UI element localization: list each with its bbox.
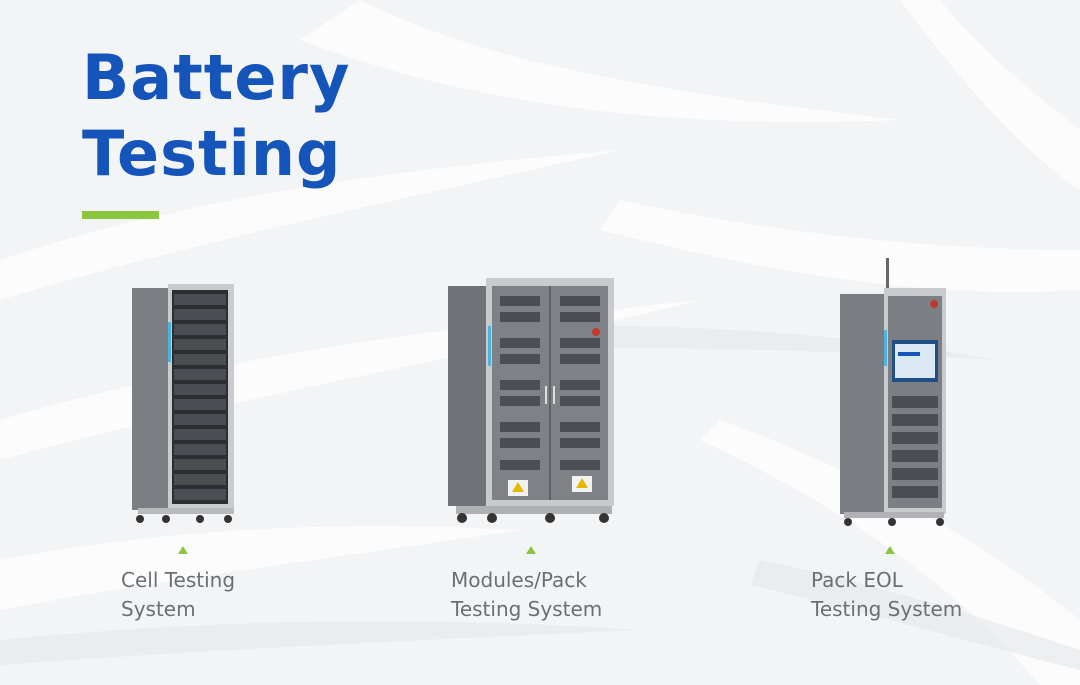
product-label-line-1: Cell Testing xyxy=(121,568,236,592)
page-title: Battery Testing xyxy=(82,40,350,192)
product-label: Cell Testing System xyxy=(121,566,235,624)
product-label-line-1: Pack EOL xyxy=(811,568,903,592)
cell-testing-rack-icon xyxy=(132,284,234,523)
product-label: Pack EOL Testing System xyxy=(811,566,962,624)
product-label-line-2: Testing System xyxy=(811,597,963,621)
page-title-line-2: Testing xyxy=(82,117,342,190)
module-pack-cabinet-icon xyxy=(448,278,614,523)
product-label: Modules/Pack Testing System xyxy=(451,566,602,624)
product-label-line-2: System xyxy=(121,597,196,621)
pointer-triangle-icon xyxy=(178,546,188,554)
page-title-line-1: Battery xyxy=(82,41,351,114)
pack-eol-tester-icon xyxy=(840,258,946,526)
pointer-triangle-icon xyxy=(885,546,895,554)
title-accent-bar xyxy=(82,211,159,219)
product-label-line-1: Modules/Pack xyxy=(451,568,587,592)
product-label-line-2: Testing System xyxy=(451,597,603,621)
pointer-triangle-icon xyxy=(526,546,536,554)
